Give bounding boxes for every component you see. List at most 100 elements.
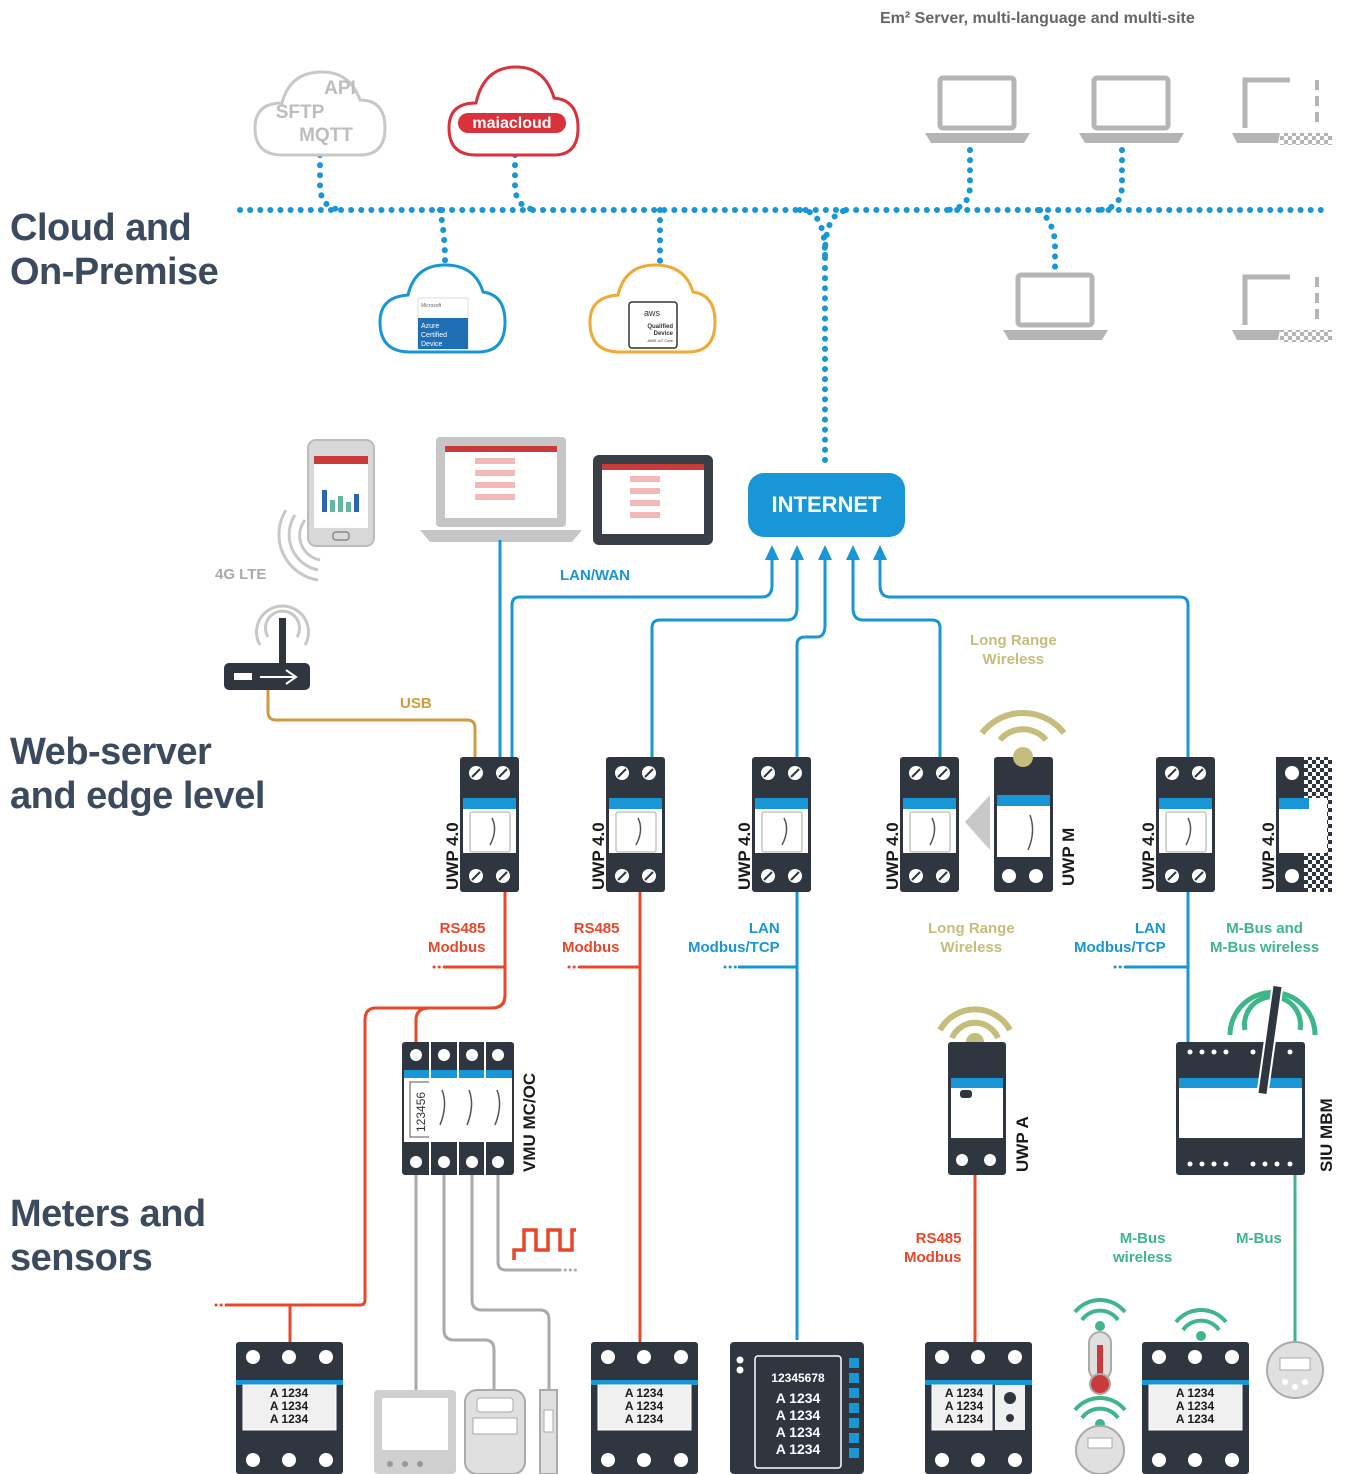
section-meters-line1: Meters and [10, 1193, 206, 1235]
laptop-device [420, 437, 582, 542]
meter-2 [591, 1342, 698, 1474]
mqtt-text: MQTT [299, 125, 353, 146]
phone-device [277, 439, 375, 582]
lan-tcp-label-2: LAN Modbus/TCP [1074, 919, 1166, 957]
rs485-label-2-line1: RS485 [573, 920, 620, 937]
rs485-label-1-line1: RS485 [439, 920, 486, 937]
rs485-label-1: RS485 Modbus [428, 919, 486, 957]
long-range-top-line2: Wireless [982, 651, 1045, 668]
panel-line-2: A 1234 [776, 1407, 821, 1423]
uwp-device-3 [752, 757, 811, 892]
sensors [1073, 1298, 1324, 1474]
generic-api-cloud [253, 70, 387, 157]
mbus-both-label: M-Bus and M-Bus wireless [1210, 919, 1319, 957]
section-web-line1: Web-server [10, 731, 212, 773]
lan-tcp-label-1-line1: LAN [748, 920, 780, 937]
mbus-wireless-line1: M-Bus [1119, 1230, 1166, 1247]
siu-mbm-device [1176, 983, 1318, 1175]
meter-devices [236, 1298, 1324, 1474]
usb-line [266, 690, 477, 757]
lan-tcp-label-1-line2: Modbus/TCP [688, 939, 780, 956]
tablet-device [593, 455, 713, 545]
panel-line-3: A 1234 [776, 1424, 821, 1440]
rs485-label-3-line1: RS485 [915, 1230, 962, 1247]
meter1-line1: A 1234 [270, 1386, 309, 1400]
panel-line-4: A 1234 [776, 1441, 821, 1457]
long-range-label: Long Range Wireless [928, 919, 1015, 957]
rs485-lines [225, 892, 977, 1342]
vmu-counter: 123456 [414, 1092, 428, 1132]
azure-line-2: Certified [421, 332, 447, 339]
uwp-a-label: UWP A [1013, 1116, 1032, 1172]
uwp-label-3: UWP 4.0 [735, 822, 754, 890]
lan-tcp-label-2-line2: Modbus/TCP [1074, 939, 1166, 956]
section-web-line2: and edge level [10, 775, 265, 817]
uwp-device-1 [460, 757, 519, 892]
aws-line-1: Qualified [647, 324, 673, 330]
uwp-devices [460, 757, 1332, 892]
siu-label: SIU MBM [1317, 1098, 1336, 1172]
meter1-line2: A 1234 [270, 1399, 309, 1413]
uwp-a-device [937, 1006, 1013, 1175]
meter2-line3: A 1234 [625, 1412, 664, 1426]
aws-line-2: Device [654, 331, 674, 337]
meter4-line2: A 1234 [1176, 1399, 1215, 1413]
aws-cloud [588, 263, 717, 354]
panel-meter [730, 1342, 864, 1474]
maiacloud-logo: maiacloud [472, 115, 551, 132]
uwp-device-2 [606, 757, 665, 892]
page-title: Em² Server, multi-language and multi-sit… [880, 10, 1195, 27]
internet-node: INTERNET [748, 473, 905, 537]
section-cloud-line2: On-Premise [10, 251, 219, 293]
meter2-line1: A 1234 [625, 1386, 664, 1400]
mbus-label: M-Bus [1236, 1230, 1282, 1247]
rs485-label-3: RS485 Modbus [904, 1229, 962, 1267]
panel-line-0: 12345678 [771, 1371, 825, 1385]
lan-tcp-label-2-line1: LAN [1134, 920, 1166, 937]
rs485-label-2-line2: Modbus [562, 939, 620, 956]
meter3-line1: A 1234 [945, 1386, 984, 1400]
azure-brand: Microsoft [421, 303, 442, 309]
uwp-label-2: UWP 4.0 [589, 822, 608, 890]
meter-3 [925, 1342, 1032, 1474]
azure-cloud [378, 263, 507, 354]
rs485-label-3-line2: Modbus [904, 1249, 962, 1266]
sftp-text: SFTP [276, 102, 325, 123]
meter3-line2: A 1234 [945, 1399, 984, 1413]
azure-line-3: Device [421, 341, 443, 348]
uwp-label-1: UWP 4.0 [443, 822, 462, 890]
section-cloud-line1: Cloud and [10, 207, 192, 249]
uwp-m-label: UWP M [1059, 828, 1078, 886]
section-meters-line2: sensors [10, 1237, 153, 1279]
aws-line-3: AWS IoT Core [647, 338, 673, 343]
section-meters: Meters and sensors [10, 1192, 206, 1280]
rs485-label-1-line2: Modbus [428, 939, 486, 956]
long-range-top-line1: Long Range [970, 632, 1057, 649]
uwp-device-fading [1276, 757, 1332, 892]
mbus-wireless-label: M-Bus wireless [1113, 1229, 1172, 1267]
ellipsis-dots [214, 965, 1132, 1307]
uwp-label-5: UWP 4.0 [1139, 822, 1158, 890]
lan-lines [498, 540, 1190, 1340]
lte-label: 4G LTE [215, 566, 267, 583]
meter-1 [236, 1342, 343, 1474]
rs485-label-2: RS485 Modbus [562, 919, 620, 957]
vmu-grey-lines [414, 1175, 560, 1390]
meter3-line3: A 1234 [945, 1412, 984, 1426]
mbus-both-line2: M-Bus wireless [1210, 939, 1320, 956]
meter-4 [1142, 1342, 1249, 1474]
meter1-line3: A 1234 [270, 1412, 309, 1426]
lan-wan-label: LAN/WAN [560, 567, 630, 584]
vmu-label: VMU MC/OC [520, 1073, 539, 1172]
api-text: API [324, 78, 356, 99]
vmu-device [402, 1042, 514, 1175]
section-web: Web-server and edge level [10, 730, 265, 818]
mbus-both-line1: M-Bus and [1226, 920, 1303, 937]
uwp-m-device [965, 709, 1067, 892]
uwp-label-4: UWP 4.0 [883, 822, 902, 890]
meter4-line1: A 1234 [1176, 1386, 1215, 1400]
laptop-icons [925, 75, 1332, 342]
meter2-line2: A 1234 [625, 1399, 664, 1413]
uwp-device-4 [900, 757, 959, 892]
